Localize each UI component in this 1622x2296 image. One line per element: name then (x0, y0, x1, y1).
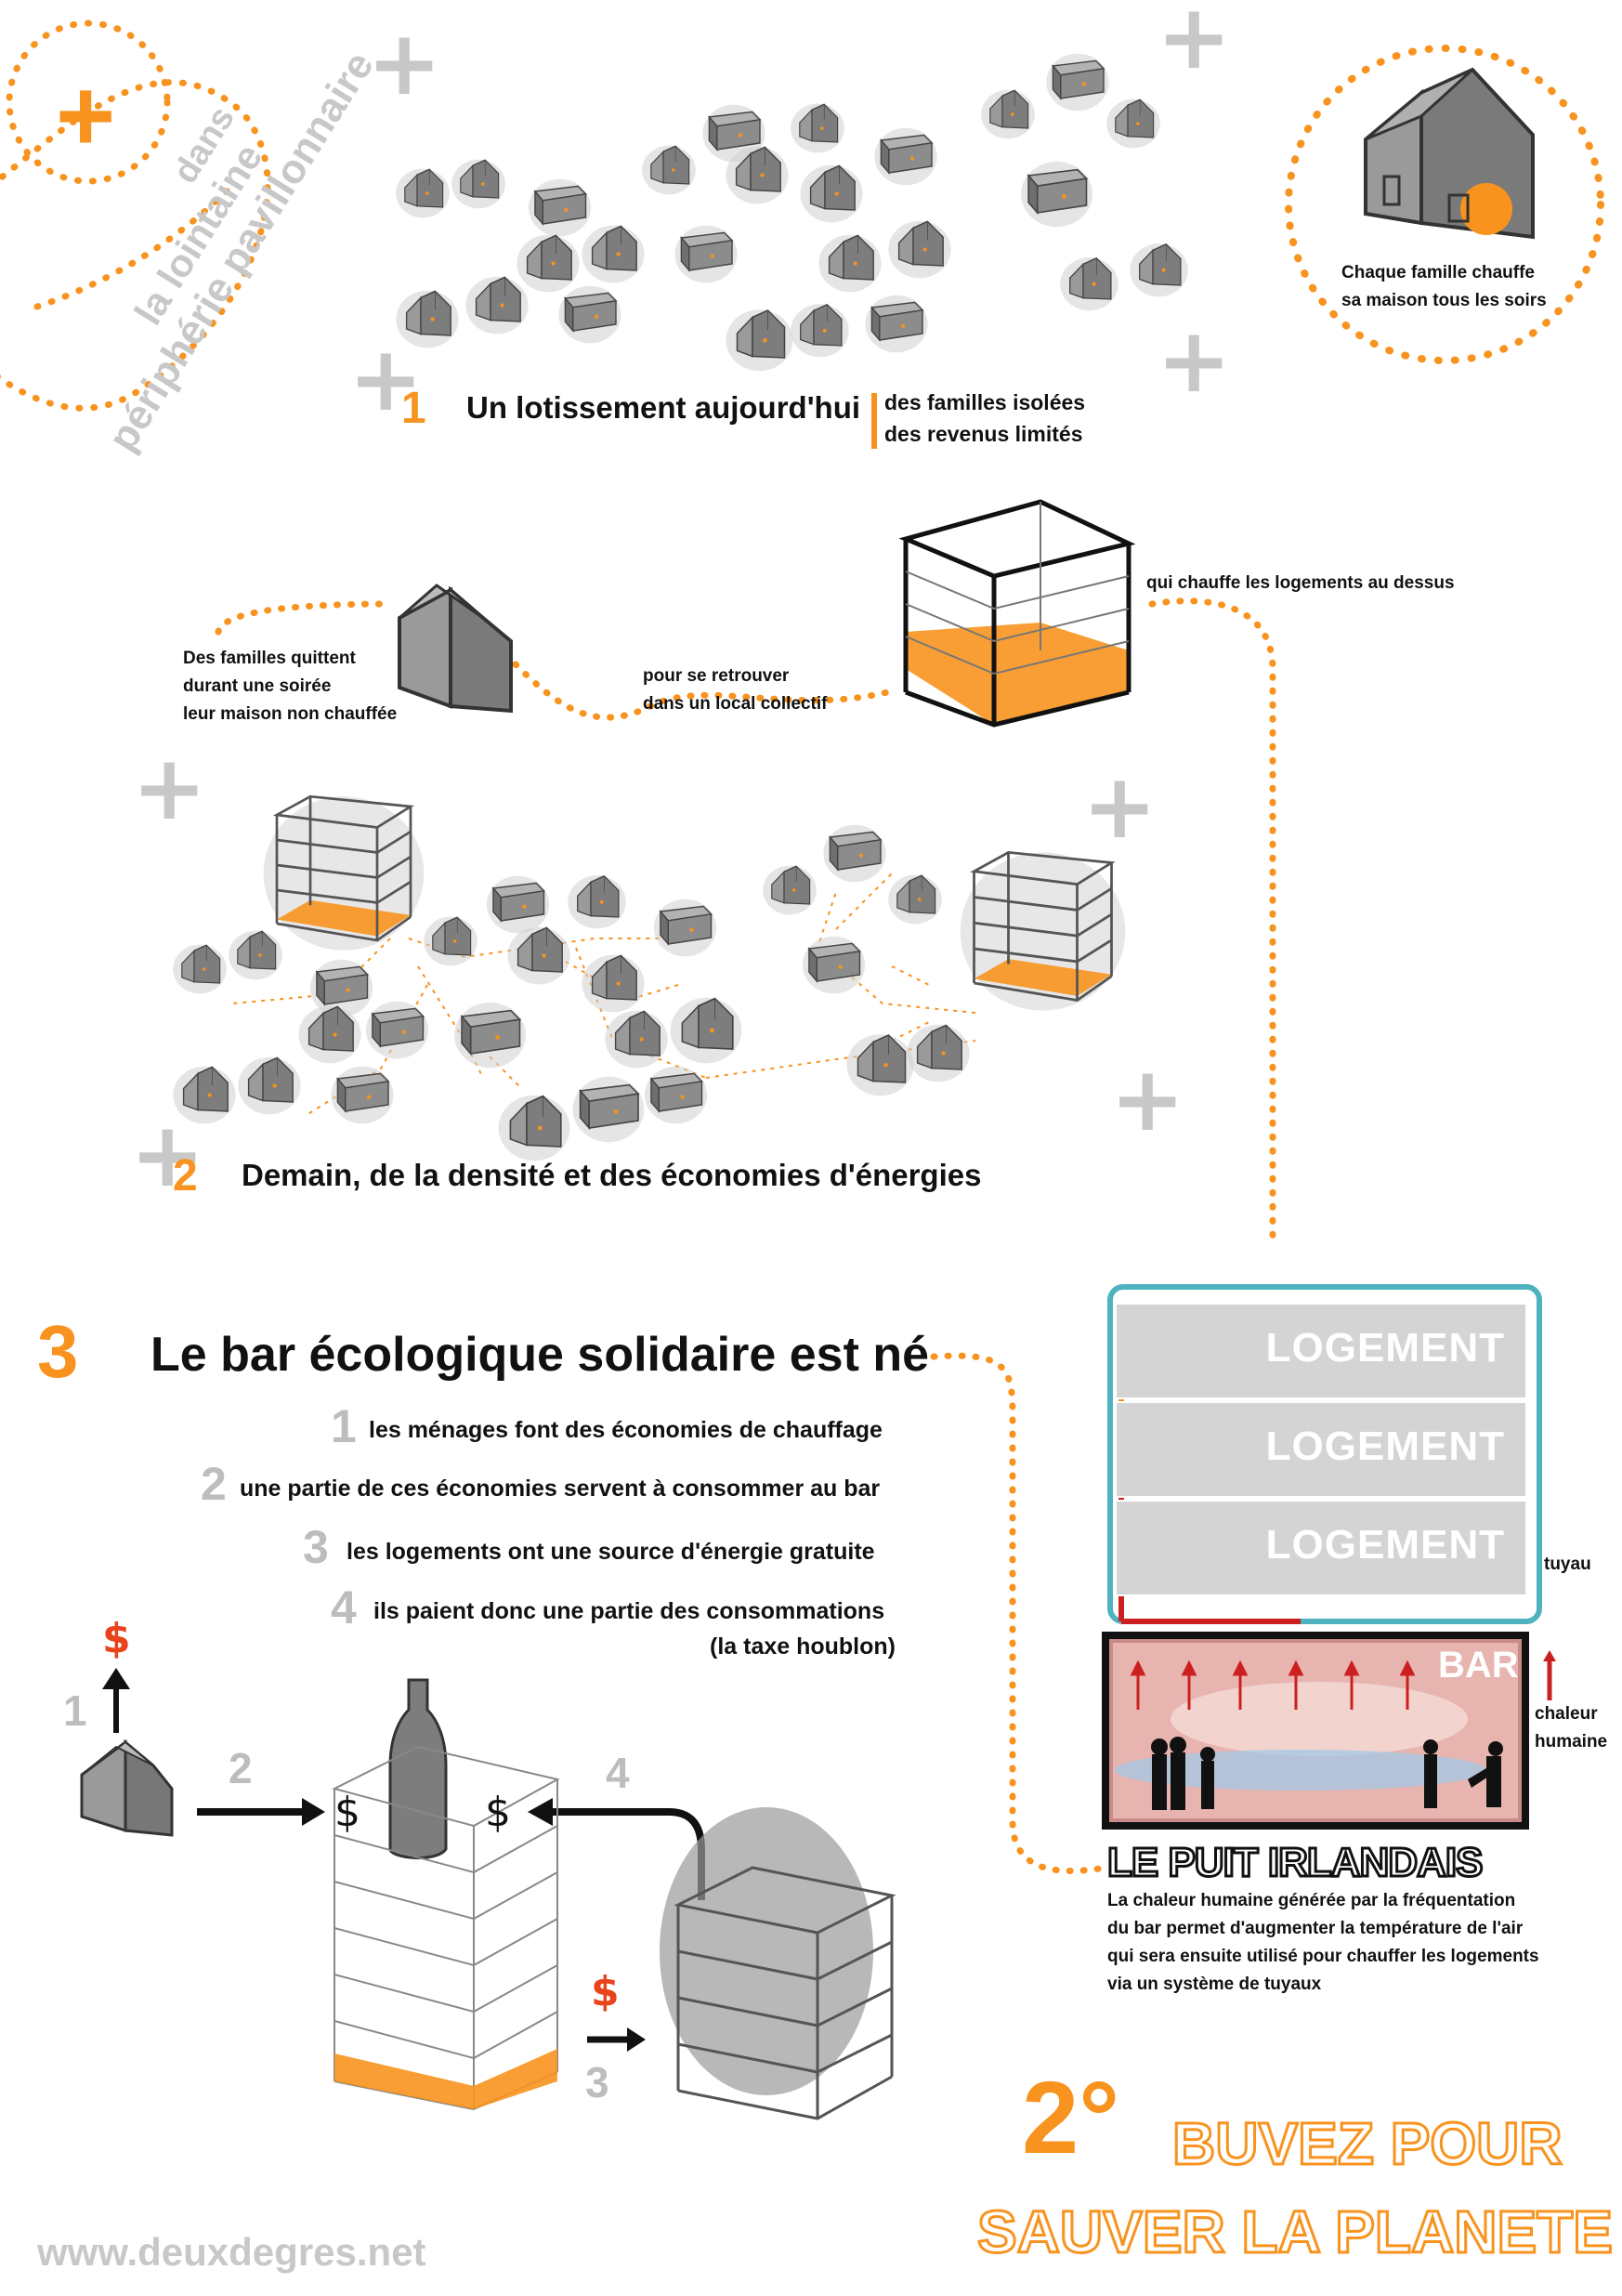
plus-mark: + (130, 1103, 205, 1207)
floor-label: LOGEMENT (1265, 1325, 1505, 1371)
cycle-step-3: 3 (585, 2058, 609, 2106)
intro-plus: + (56, 59, 116, 173)
floor-logement-1: LOGEMENT (1115, 1303, 1527, 1399)
point-4-extra: (la taxe houblon) (710, 1633, 896, 1660)
section-1-note-line-1: des familles isolées (884, 390, 1086, 414)
bar-desc-line-1: La chaleur humaine générée par la fréque… (1107, 1891, 1516, 1910)
point-2-text: une partie de ces économies servent à co… (240, 1476, 881, 1502)
floor-logement-3: LOGEMENT (1115, 1500, 1527, 1596)
bar-connector (930, 1352, 1109, 1874)
bar-desc-line-2: du bar permet d'augmenter la température… (1107, 1919, 1524, 1938)
transition-illustration (215, 499, 1276, 1249)
plus-mark: + (1157, 0, 1232, 89)
meet-line-2: dans un local collectif (643, 694, 828, 714)
cycle-step-2: 2 (229, 1744, 253, 1792)
leave-line-2: durant une soirée (183, 676, 332, 696)
note-bar (871, 393, 877, 449)
section-1-title: Un lotissement aujourd'hui (466, 390, 861, 425)
subdivision-houses (395, 52, 1189, 372)
plus-mark: + (1157, 308, 1232, 413)
cycle-step-4: 4 (606, 1749, 630, 1797)
point-2-number: 2 (201, 1458, 227, 1510)
point-3-number: 3 (303, 1521, 329, 1573)
section-1-number: 1 (401, 384, 426, 433)
bubble-line-2: sa maison tous les soirs (1341, 291, 1547, 310)
leave-line-1: Des familles quittent (183, 649, 356, 668)
meet-line-1: pour se retrouver (643, 666, 790, 686)
cycle-dollar-left: $ (334, 1789, 360, 1836)
section-2-number: 2 (173, 1151, 198, 1200)
bubble-line-1: Chaque famille chauffe (1341, 263, 1535, 282)
slogan-line-1: BUVEZ POUR (1171, 2110, 1564, 2177)
logo-2-degrees: 2° (1022, 2061, 1120, 2175)
plus-mark: + (132, 736, 207, 840)
cycle-diagram (80, 1668, 896, 2120)
cycle-dollar-top: $ (102, 1615, 131, 1662)
bar-name: LE PUIT IRLANDAIS (1105, 1839, 1484, 1887)
floor-label: LOGEMENT (1265, 1424, 1505, 1469)
point-1-text: les ménages font des économies de chauff… (369, 1417, 883, 1443)
slogan-line-2: SAUVER LA PLANETE (976, 2198, 1615, 2265)
floor-logement-2: LOGEMENT (1115, 1401, 1527, 1498)
family-heating-bubble (1285, 45, 1604, 364)
heat-label-line-1: chaleur (1535, 1704, 1598, 1724)
section-3-number: 3 (37, 1310, 79, 1393)
plus-mark: + (1082, 754, 1158, 859)
plus-mark: + (367, 11, 442, 115)
plus-mark: + (348, 327, 424, 431)
cycle-step-1: 1 (63, 1686, 87, 1735)
point-4-text: ils paient donc une partie des consommat… (373, 1598, 885, 1624)
plus-mark: + (1110, 1047, 1185, 1151)
point-3-text: les logements ont une source d'énergie g… (347, 1539, 875, 1565)
intro-dotted-circles (0, 20, 271, 412)
leave-line-3: leur maison non chauffée (183, 704, 398, 724)
section-2-title: Demain, de la densité et des économies d… (242, 1158, 982, 1192)
building-section (1102, 1284, 1556, 1830)
bar-desc-line-3: qui sera ensuite utilisé pour chauffer l… (1107, 1947, 1539, 1966)
bar-label: BAR (1438, 1645, 1519, 1686)
bar-desc-line-4: via un système de tuyaux (1107, 1975, 1322, 1994)
density-network (172, 794, 1127, 1161)
cycle-dollar-bottom: $ (591, 1968, 620, 2015)
section-3-title: Le bar écologique solidaire est né (150, 1328, 930, 1382)
section-1-note-line-2: des revenus limités (884, 422, 1083, 446)
floor-label: LOGEMENT (1265, 1522, 1505, 1568)
pipe-label: tuyau (1544, 1555, 1591, 1574)
point-1-number: 1 (331, 1400, 357, 1452)
cycle-dollar-right: $ (485, 1789, 511, 1836)
heat-label-line-2: humaine (1535, 1732, 1608, 1752)
heat-caption: qui chauffe les logements au dessus (1146, 573, 1455, 593)
website-link[interactable]: www.deuxdegres.net (37, 2230, 426, 2274)
point-4-number: 4 (331, 1581, 357, 1633)
